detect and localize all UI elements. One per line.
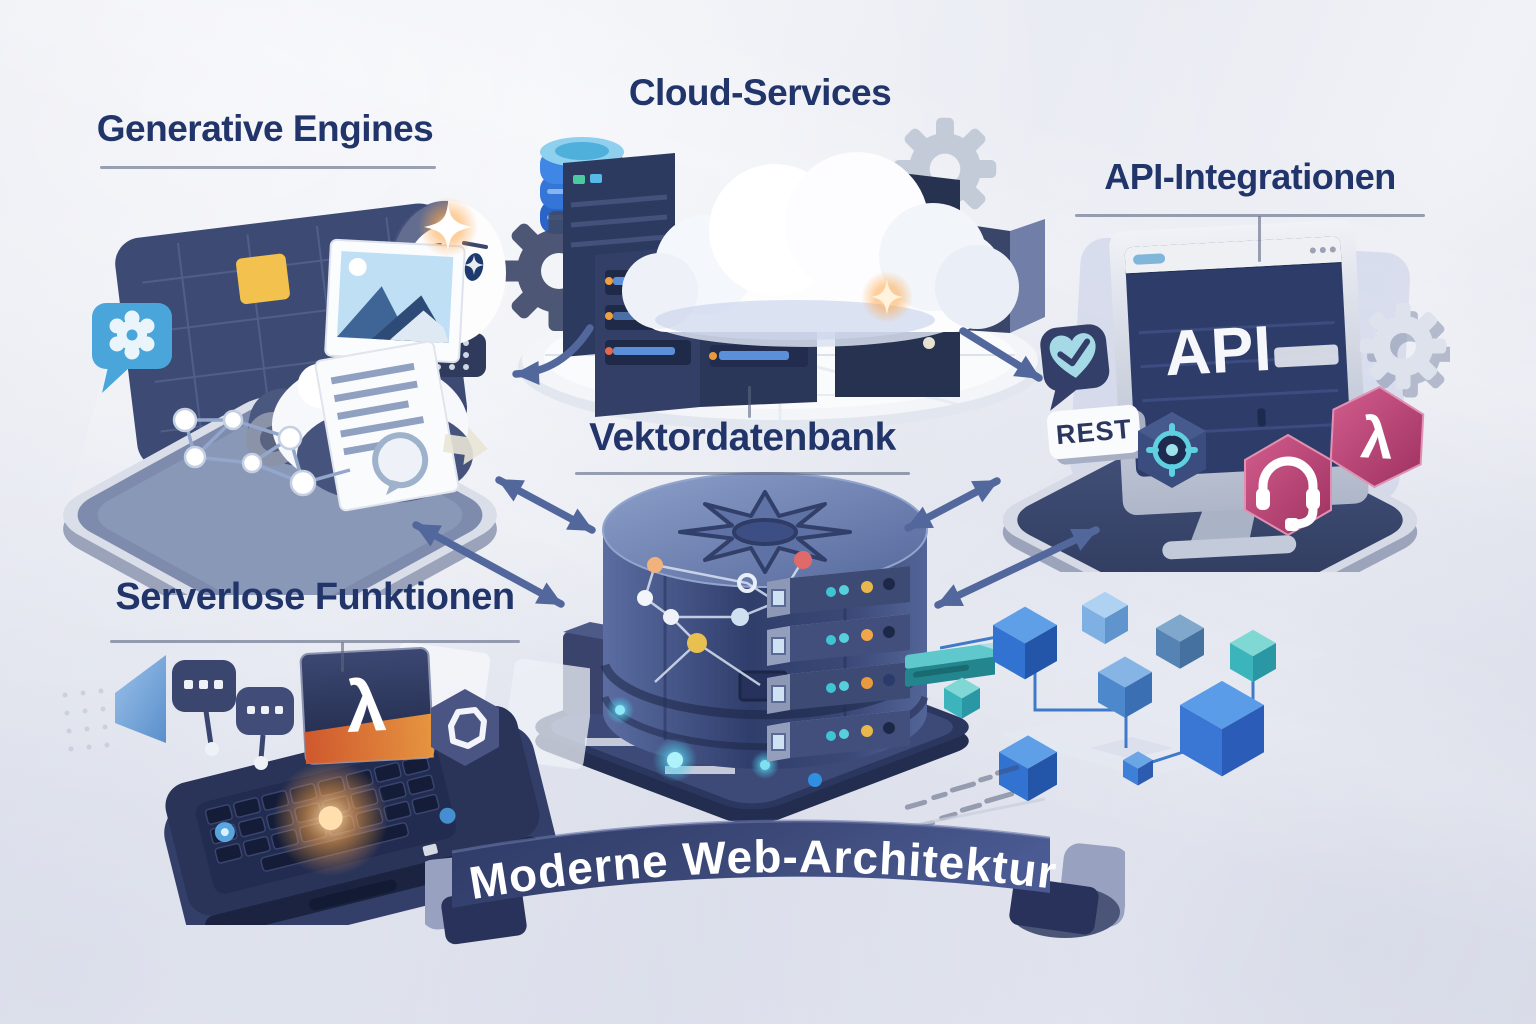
rest-badge: REST [1046,404,1148,465]
yellow-square [236,253,290,305]
serverlose-funktionen-label: Serverlose Funktionen [115,576,515,618]
api-integration-illustration: API REST [1002,220,1450,572]
chat-bubble-icon [172,660,236,756]
arrow-cloud-to-generative [512,324,594,385]
api-integrationen-label: API-Integrationen [1104,156,1396,197]
star-emblem [678,490,852,574]
dot-grid [62,688,110,752]
vektordatenbank-underline [575,472,910,475]
banner-fold [1009,877,1099,935]
generative-engines-label: Generative Engines [96,108,434,149]
document-icon [314,340,460,512]
vektordatenbank-illustration [535,472,995,824]
api-connector-tick [1258,216,1261,262]
api-screen-text: API [1163,312,1273,389]
arrow-tag-icon [442,427,488,465]
generative-engines-underline [100,166,436,169]
flag-shape [115,655,166,743]
sparkle-icon [418,197,485,275]
generative-engines-illustration [63,197,506,595]
node-graph-icon [172,407,351,497]
chat-bubble-icon [236,687,294,770]
title-banner: Moderne Web-Architektur [425,819,1125,945]
sparkle-icon [861,271,913,323]
picture-frame-icon [324,238,466,364]
arrow-cloud-to-api [959,327,1043,382]
aperture-icon [1146,423,1198,477]
server-stack-icon [767,566,910,762]
vektordatenbank-connector-tick [748,386,751,418]
banner-ribbon [452,820,1050,908]
arrow-serverless-vectordb [412,521,565,608]
hexagon-badge [431,689,499,766]
heart-check-icon [1040,324,1110,411]
arrow-vectordb-api-2 [934,526,1100,609]
lambda-card: λ [299,647,435,765]
serverlose-funktionen-underline [110,640,520,643]
serverless-connector-tick [341,642,344,672]
vector-database-cylinder [600,472,930,787]
flat-server-icon [905,642,995,687]
api-integrationen-underline [1075,214,1425,217]
monitor-icon: API [1109,220,1369,560]
cloud-services-illustration [505,117,1045,431]
svg-text:REST: REST [1055,414,1133,451]
lambda-icon: λ [344,666,388,748]
arrow-vectordb-api [904,477,1001,532]
lambda-hexagon-badge: λ [1329,385,1425,489]
blob-icon [448,707,487,749]
chat-bubble-icon [92,303,172,393]
serverless-illustration: λ [115,642,590,925]
headset-icon [1256,456,1320,531]
arrow-generative-vectordb [495,476,596,534]
vektordatenbank-label: Vektordatenbank [589,416,896,459]
lambda-icon: λ [1359,405,1395,472]
cloud-services-label: Cloud-Services [628,72,892,113]
aperture-hexagon-badge [1138,412,1206,488]
microservices-cubes [940,591,1330,802]
